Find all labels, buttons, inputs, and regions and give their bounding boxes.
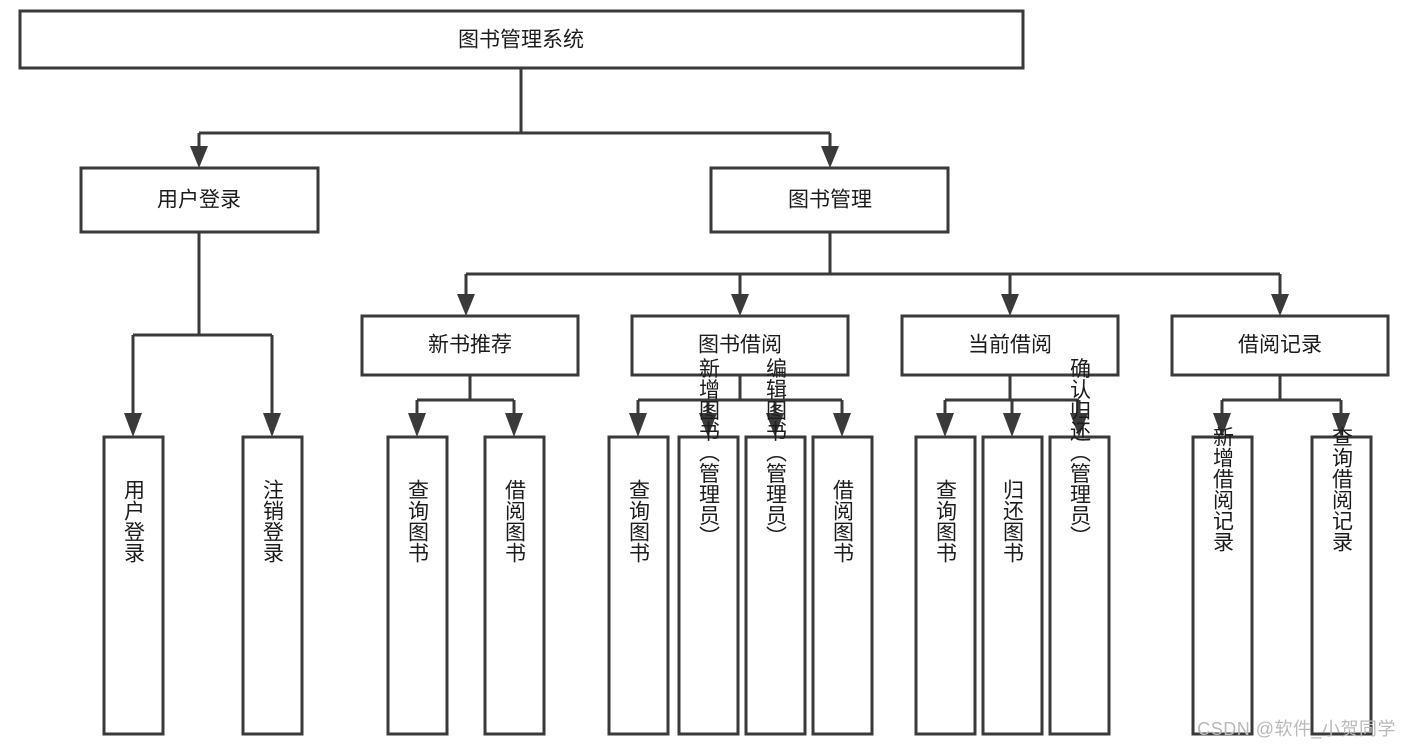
node-current-borrow[interactable]: 当前借阅 — [900, 314, 1120, 377]
node-new-book-recommend[interactable]: 新书推荐 — [360, 314, 580, 377]
leaf-logout-box[interactable] — [241, 435, 304, 736]
leaf-newbook-borrow-label: 借阅图书 — [503, 479, 527, 563]
leaf-node[interactable]: 查询图书 — [386, 435, 449, 736]
leaf-newbook-borrow-box[interactable] — [483, 435, 546, 736]
node-book-management[interactable]: 图书管理 — [709, 166, 950, 234]
connector-group-new-book — [408, 375, 523, 437]
leaf-record-add-box[interactable] — [1191, 435, 1254, 736]
node-book-management-label: 图书管理 — [788, 189, 872, 212]
node-new-book-recommend-box[interactable] — [360, 314, 580, 377]
leaf-node[interactable]: 查询借阅记录 — [1310, 426, 1373, 736]
node-book-borrow[interactable]: 图书借阅 — [630, 314, 850, 377]
leaf-borrow-add-label: 新增图书（管理员） — [697, 358, 721, 547]
leaf-node[interactable]: 新增图书（管理员） — [677, 358, 740, 736]
arrow-current-borrow-leaf-1 — [1003, 413, 1021, 437]
node-user-login-label: 用户登录 — [157, 189, 241, 212]
connector-group-borrow-record — [1213, 375, 1350, 437]
node-book-borrow-box[interactable] — [630, 314, 850, 377]
arrow-borrow-record-leaf-0 — [1213, 413, 1231, 437]
arrow-root-to-user-login — [190, 146, 208, 168]
node-book-management-box[interactable] — [709, 166, 950, 234]
leaf-borrow-query-label: 查询图书 — [627, 479, 651, 563]
arrow-current-borrow-leaf-0 — [936, 413, 954, 437]
connector-group-root — [190, 68, 839, 168]
node-root-label: 图书管理系统 — [458, 29, 584, 52]
leaf-node[interactable]: 查询图书 — [914, 435, 977, 736]
node-current-borrow-label: 当前借阅 — [968, 334, 1052, 357]
leaf-borrow-book-label: 借阅图书 — [831, 479, 855, 563]
leaf-node[interactable]: 查询图书 — [607, 435, 670, 736]
arrow-book-borrow-leaf-1 — [699, 413, 717, 437]
node-user-login[interactable]: 用户登录 — [79, 166, 320, 234]
leaf-node[interactable]: 确认归还（管理员） — [1048, 358, 1111, 736]
leaf-newbook-query-label: 查询图书 — [406, 479, 430, 563]
node-book-borrow-label: 图书借阅 — [698, 334, 782, 357]
leaf-current-query-label: 查询图书 — [934, 479, 958, 563]
arrow-root-to-book-mgmt — [821, 146, 839, 168]
arrow-book-mgmt-child-0 — [457, 294, 475, 316]
leaf-borrow-edit-box[interactable] — [744, 435, 807, 736]
leaf-borrow-add-box[interactable] — [677, 435, 740, 736]
node-new-book-recommend-label: 新书推荐 — [428, 334, 512, 357]
leaf-user-login-label: 用户登录 — [122, 479, 146, 563]
arrow-book-borrow-leaf-2 — [766, 413, 784, 437]
leaf-node[interactable]: 编辑图书（管理员） — [744, 358, 807, 736]
arrow-current-borrow-leaf-2 — [1070, 413, 1088, 437]
leaf-current-return-box[interactable] — [981, 435, 1044, 736]
leaf-record-query-label: 查询借阅记录 — [1330, 426, 1354, 552]
arrow-book-mgmt-child-3 — [1271, 294, 1289, 316]
leaf-current-return-label: 归还图书 — [1001, 479, 1025, 563]
leaf-node[interactable]: 新增借阅记录 — [1191, 426, 1254, 736]
leaf-logout-label: 注销登录 — [261, 479, 285, 563]
leaf-current-confirm-label: 确认归还（管理员） — [1068, 358, 1092, 547]
leaf-borrow-edit-label: 编辑图书（管理员） — [764, 358, 788, 547]
node-borrow-record[interactable]: 借阅记录 — [1170, 314, 1390, 377]
connector-group-book-mgmt — [457, 232, 1289, 316]
connector-group-current-borrow — [936, 375, 1088, 437]
node-user-login-box[interactable] — [79, 166, 320, 234]
arrow-borrow-record-leaf-1 — [1332, 413, 1350, 437]
node-borrow-record-label: 借阅记录 — [1238, 334, 1322, 357]
node-root-box[interactable] — [18, 9, 1025, 70]
leaf-borrow-query-box[interactable] — [607, 435, 670, 736]
leaf-node[interactable]: 借阅图书 — [811, 435, 874, 736]
arrow-new-book-leaf-0 — [408, 413, 426, 437]
connector-group-user-login — [124, 232, 281, 437]
arrow-book-mgmt-child-1 — [731, 294, 749, 316]
leaf-record-add-label: 新增借阅记录 — [1211, 426, 1235, 552]
arrow-user-login-leaf-0 — [124, 413, 142, 437]
node-current-borrow-box[interactable] — [900, 314, 1120, 377]
arrow-new-book-leaf-1 — [505, 413, 523, 437]
connector-group-book-borrow — [629, 375, 851, 437]
leaf-node[interactable]: 归还图书 — [981, 435, 1044, 736]
leaf-current-confirm-box[interactable] — [1048, 435, 1111, 736]
leaf-borrow-book-box[interactable] — [811, 435, 874, 736]
leaf-user-login-box[interactable] — [102, 435, 165, 736]
leaf-record-query-box[interactable] — [1310, 435, 1373, 736]
leaf-node[interactable]: 借阅图书 — [483, 435, 546, 736]
leaf-node[interactable]: 注销登录 — [241, 435, 304, 736]
leaf-current-query-box[interactable] — [914, 435, 977, 736]
arrow-book-borrow-leaf-3 — [833, 413, 851, 437]
leaf-newbook-query-box[interactable] — [386, 435, 449, 736]
arrow-book-mgmt-child-2 — [1001, 294, 1019, 316]
arrow-book-borrow-leaf-0 — [629, 413, 647, 437]
node-root[interactable]: 图书管理系统 — [18, 9, 1025, 70]
leaf-node[interactable]: 用户登录 — [102, 435, 165, 736]
arrow-user-login-leaf-1 — [263, 413, 281, 437]
node-borrow-record-box[interactable] — [1170, 314, 1390, 377]
